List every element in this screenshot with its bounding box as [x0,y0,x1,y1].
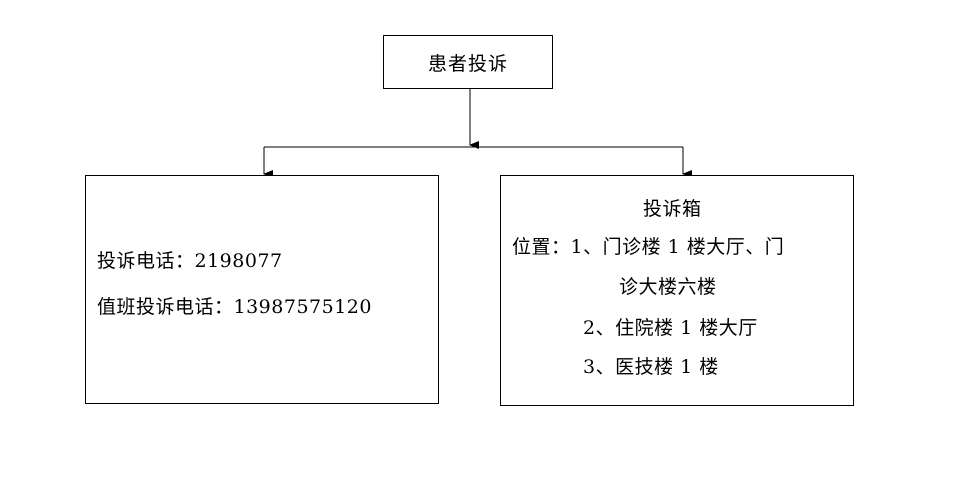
duty-complaint-phone-line: 值班投诉电话：13987575120 [97,296,372,318]
root-node-patient-complaint: 患者投诉 [383,35,553,89]
complaint-box-title: 投诉箱 [643,198,702,220]
location-line-3: 2、住院楼 1 楼大厅 [583,317,758,339]
complaint-box-node: 投诉箱 位置：1、门诊楼 1 楼大厅、门 诊大楼六楼 2、住院楼 1 楼大厅 3… [500,175,854,406]
root-node-label: 患者投诉 [427,52,508,75]
complaint-phone-node: 投诉电话：2198077 值班投诉电话：13987575120 [85,175,439,404]
location-line-1: 位置：1、门诊楼 1 楼大厅、门 [512,236,785,258]
location-line-4: 3、医技楼 1 楼 [583,356,719,378]
complaint-phone-line: 投诉电话：2198077 [97,250,283,272]
location-line-2: 诊大楼六楼 [619,276,717,298]
